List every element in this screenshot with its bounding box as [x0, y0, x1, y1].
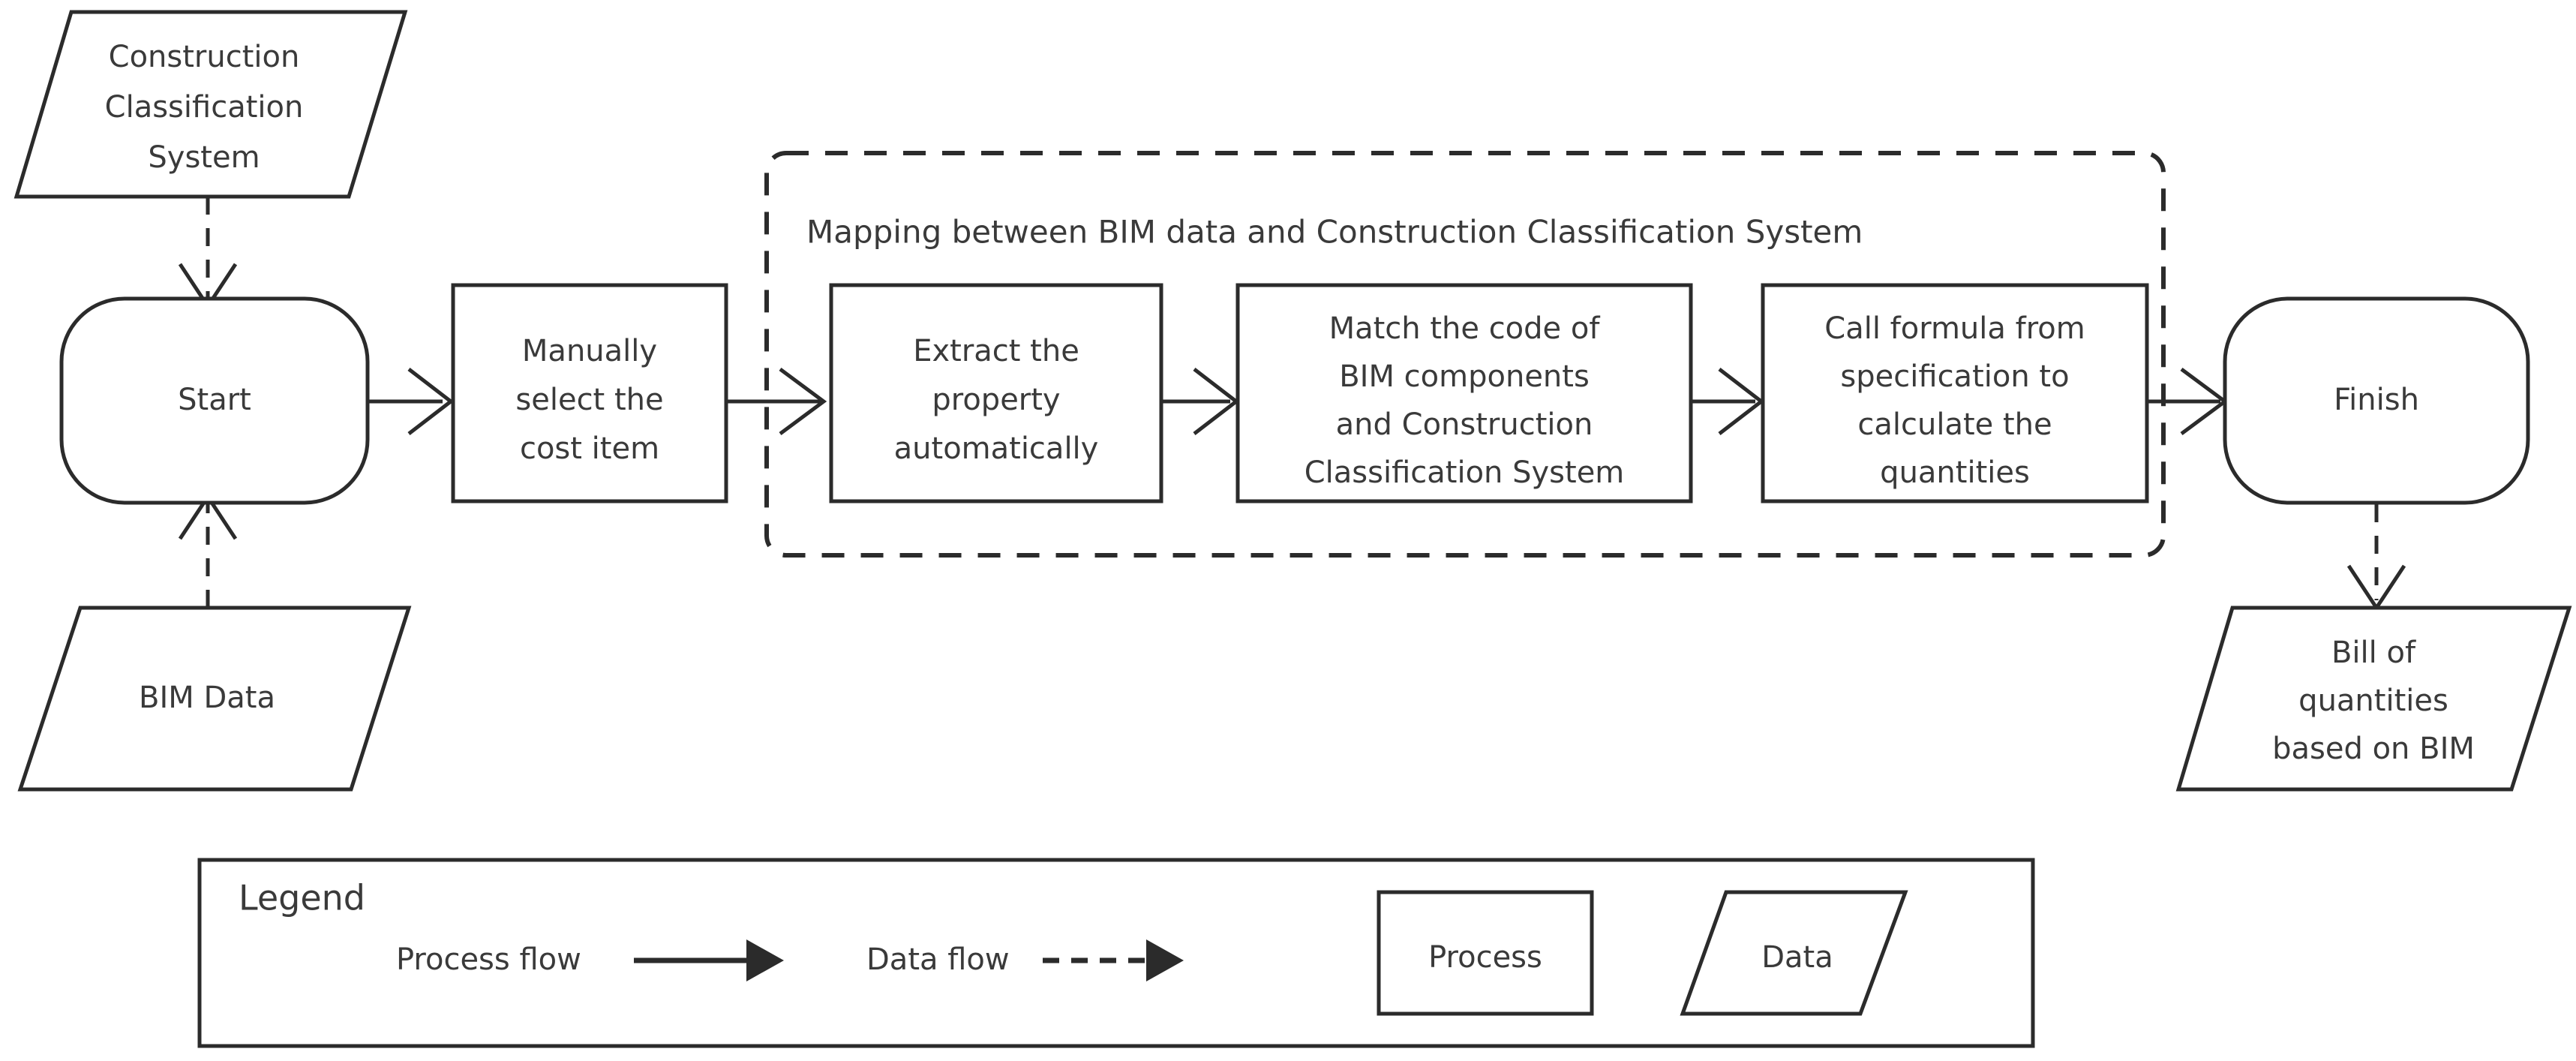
- mapping-group-title: Mapping between BIM data and Constructio…: [806, 214, 1863, 251]
- edge-manually-select-to-extract-arrowhead: [779, 367, 827, 436]
- node-finish-shape: [2223, 296, 2530, 505]
- legend-process-shape-label: Process: [1428, 940, 1542, 975]
- legend-data-flow-label: Data flow: [866, 942, 1010, 977]
- node-start-label: Start: [178, 383, 251, 417]
- legend-item-data-flow: Data flow: [866, 939, 1184, 981]
- edge-extract-to-match: [1161, 368, 1240, 435]
- legend-process-flow-arrowhead: [746, 939, 784, 981]
- node-bim-data[interactable]: BIM Data: [17, 606, 412, 792]
- node-manually-select-shape: [451, 283, 728, 503]
- node-bill-of-quantities[interactable]: Bill of quantities based on BIM: [2175, 606, 2572, 792]
- node-bill-of-quantities-line-1: Bill of: [2331, 636, 2416, 670]
- legend: Legend Process flow Data flow Process: [197, 858, 2035, 1048]
- node-bill-of-quantities-line-3: based on BIM: [2272, 732, 2475, 766]
- node-match-code-line-2: BIM components: [1339, 359, 1590, 394]
- node-extract-property-line-1: Extract the: [913, 334, 1079, 368]
- legend-title: Legend: [239, 878, 365, 918]
- node-call-formula-line-3: calculate the: [1857, 407, 2052, 442]
- legend-process-flow-label: Process flow: [396, 942, 581, 977]
- node-extract-property[interactable]: Extract the property automatically: [829, 283, 1163, 503]
- node-manually-select-line-2: select the: [515, 383, 663, 417]
- node-start[interactable]: Start: [59, 296, 370, 505]
- node-finish[interactable]: Finish: [2223, 296, 2530, 505]
- legend-item-process-flow: Process flow: [396, 939, 784, 981]
- edge-bimdata-to-start: [178, 493, 238, 608]
- edge-finish-to-bill: [2346, 504, 2406, 612]
- node-finish-label: Finish: [2334, 383, 2419, 417]
- node-match-code-line-1: Match the code of: [1329, 311, 1601, 346]
- node-construction-classification-system-line-1: Construction: [109, 40, 300, 74]
- node-bim-data-label: BIM Data: [139, 681, 275, 715]
- node-call-formula-line-2: specification to: [1840, 359, 2069, 394]
- node-construction-classification-system-line-2: Classification: [105, 90, 304, 125]
- edge-callformula-to-finish: [2147, 367, 2229, 436]
- edge-manually-select-to-extract: [726, 367, 827, 436]
- node-call-formula-line-1: Call formula from: [1824, 311, 2085, 346]
- node-extract-property-line-2: property: [932, 383, 1060, 417]
- node-manually-select-line-1: Manually: [522, 334, 657, 368]
- node-call-formula-line-4: quantities: [1880, 455, 2030, 490]
- node-construction-classification-system[interactable]: Construction Classification System: [14, 10, 408, 199]
- edge-match-to-callformula: [1691, 368, 1765, 435]
- node-bill-of-quantities-shape: [2175, 606, 2572, 792]
- edge-start-to-manually-select-arrowhead: [407, 368, 455, 435]
- node-extract-property-line-3: automatically: [894, 431, 1099, 466]
- node-extract-property-shape: [829, 283, 1163, 503]
- mapping-group-border: [764, 151, 2166, 558]
- node-call-formula-shape: [1761, 283, 2149, 503]
- legend-item-process-shape: Process: [1377, 890, 1594, 1016]
- node-bill-of-quantities-line-2: quantities: [2298, 684, 2448, 718]
- node-match-code[interactable]: Match the code of BIM components and Con…: [1235, 283, 1693, 503]
- node-construction-classification-system-line-3: System: [148, 140, 260, 175]
- node-start-shape: [59, 296, 370, 505]
- mapping-group-container: Mapping between BIM data and Constructio…: [764, 151, 2166, 558]
- node-manually-select-line-3: cost item: [520, 431, 659, 466]
- edge-ccs-to-start: [178, 197, 238, 310]
- node-construction-classification-system-shape: [14, 10, 408, 199]
- legend-process-shape-swatch: [1377, 890, 1594, 1016]
- legend-data-shape-swatch: [1680, 890, 1908, 1016]
- legend-data-shape-label: Data: [1761, 940, 1833, 975]
- edge-start-to-manually-select: [368, 368, 455, 435]
- node-match-code-line-4: Classification System: [1305, 455, 1625, 490]
- node-match-code-line-3: and Construction: [1336, 407, 1593, 442]
- node-match-code-shape: [1235, 283, 1693, 503]
- legend-item-data-shape: Data: [1680, 890, 1908, 1016]
- node-manually-select[interactable]: Manually select the cost item: [451, 283, 728, 503]
- node-call-formula[interactable]: Call formula from specification to calcu…: [1761, 283, 2149, 503]
- legend-data-flow-arrowhead: [1146, 939, 1184, 981]
- node-bim-data-shape: [17, 606, 412, 792]
